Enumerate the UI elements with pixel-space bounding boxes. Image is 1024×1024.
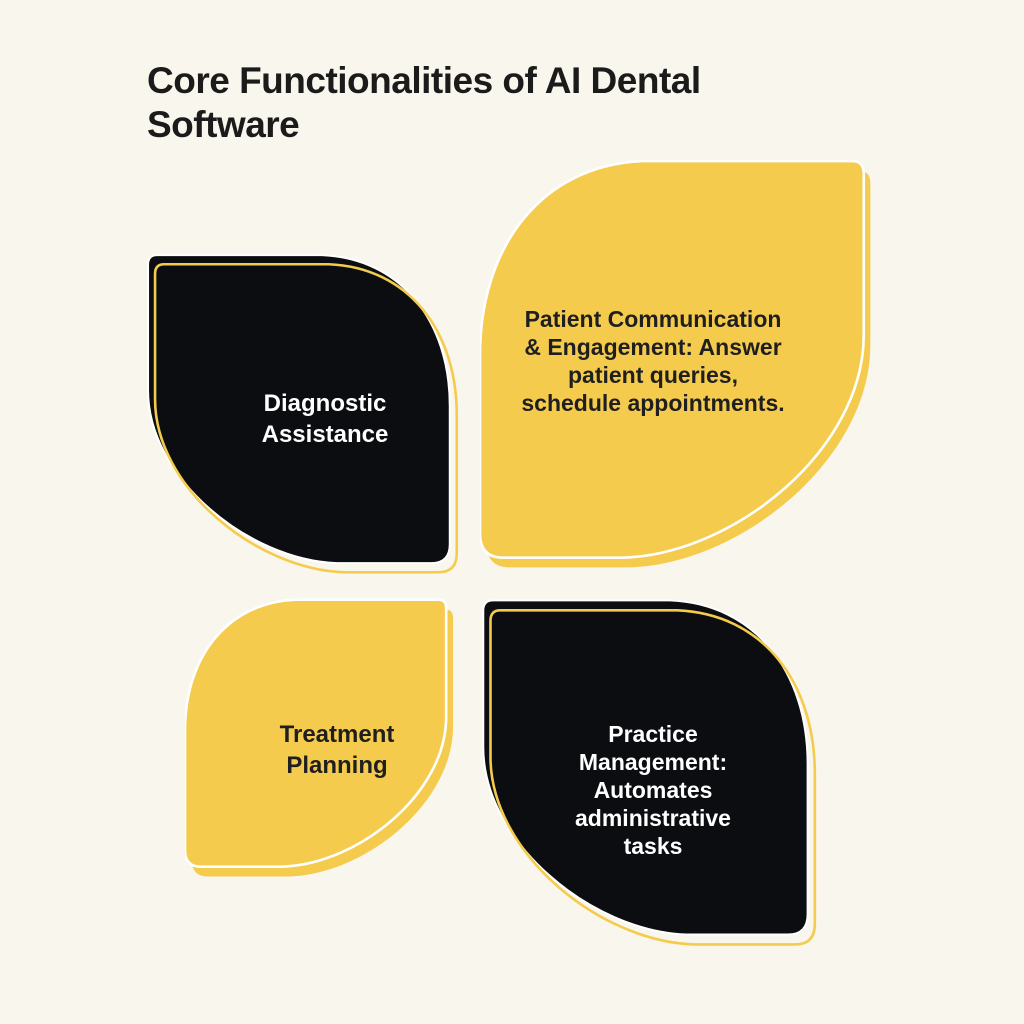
petal-label-treatment-planning: Treatment Planning [279,721,395,779]
leaf-shape-black-top-left [145,252,465,582]
petal-label-patient-communication: Patient Communication & Engagement: Answ… [521,306,785,416]
petal-treatment-planning: Treatment Planning [185,597,462,883]
petal-diagnostic-assistance: Diagnostic Assistance [145,252,465,582]
petal-offset-outline [490,610,814,944]
petal-label-practice-management: Practice Management: Automates administr… [575,721,731,859]
petal-practice-management: Practice Management: Automates administr… [480,597,824,955]
leaf-shape-black-bottom-right [480,597,824,955]
leaf-shape-yellow-top-right [480,157,871,568]
petal-shape [148,255,450,563]
petal-patient-communication: Patient Communication & Engagement: Answ… [480,157,887,582]
petal-shape [480,161,864,558]
leaf-shape-yellow-bottom-left [185,597,454,877]
page-title: Core Functionalities of AI Dental Softwa… [147,59,701,145]
petal-shape [483,600,807,934]
petal-shape [185,600,446,867]
petal-label-diagnostic-assistance: Diagnostic Assistance [261,390,389,448]
petal-offset-outline [155,264,457,572]
